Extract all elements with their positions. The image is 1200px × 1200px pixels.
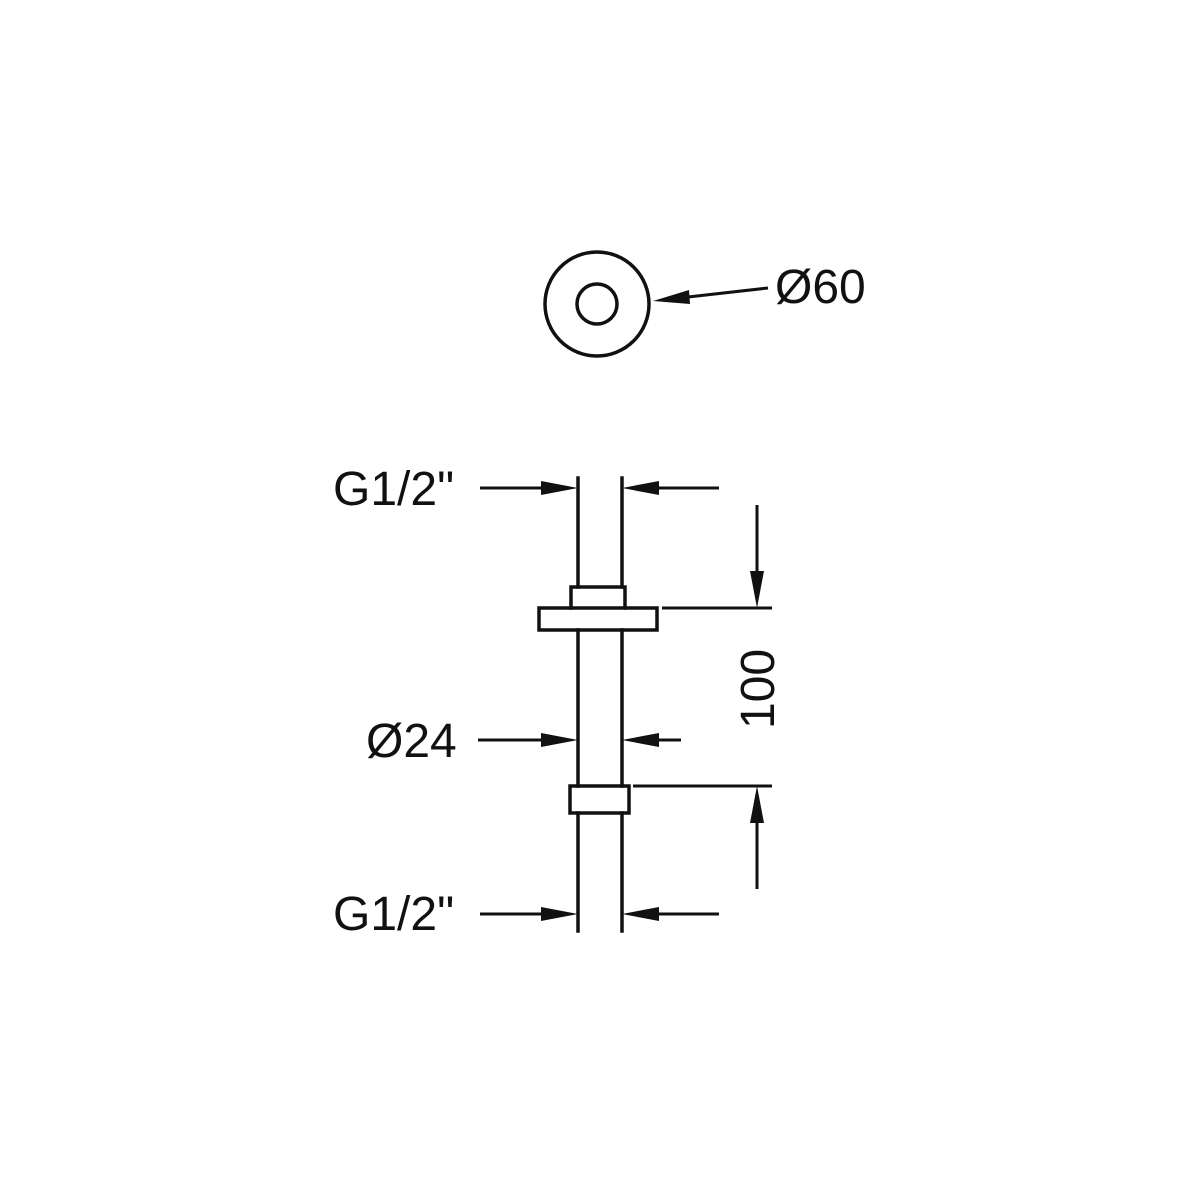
label-bottom-thread: G1/2" (333, 888, 454, 941)
front-view-flange (537, 606, 659, 632)
arrowhead-right-icon (541, 481, 578, 495)
dim-arm-diameter (478, 733, 681, 747)
arrowhead-left-icon (622, 907, 659, 921)
front-view-arm-body (576, 628, 624, 788)
arrowhead-right-icon (541, 733, 578, 747)
leader-arrowhead-icon (653, 290, 690, 304)
top-view-flange-outer-circle (543, 250, 651, 358)
top-view-flange-inner-circle (575, 282, 619, 326)
front-view-top-thread (576, 476, 624, 589)
labels: Ø60 G1/2" Ø24 100 G1/2" (333, 261, 866, 941)
leader-diameter-60 (653, 286, 769, 304)
dim-top-thread (480, 481, 719, 495)
arrowhead-up-icon (750, 786, 764, 823)
label-arm-diameter: Ø24 (366, 715, 457, 768)
front-view-top-connector (569, 585, 627, 610)
label-flange-diameter: Ø60 (775, 261, 866, 314)
front-view-bottom-nut (568, 784, 631, 815)
arrowhead-left-icon (622, 481, 659, 495)
arrowhead-down-icon (750, 571, 764, 608)
dim-arm-length (633, 505, 772, 889)
arrowhead-left-icon (622, 733, 659, 747)
arrowhead-right-icon (541, 907, 578, 921)
label-arm-length: 100 (732, 649, 785, 729)
front-view (537, 476, 659, 933)
front-view-bottom-thread (576, 811, 624, 933)
top-view (543, 250, 651, 358)
label-top-thread: G1/2" (333, 463, 454, 516)
dim-bottom-thread (480, 907, 719, 921)
